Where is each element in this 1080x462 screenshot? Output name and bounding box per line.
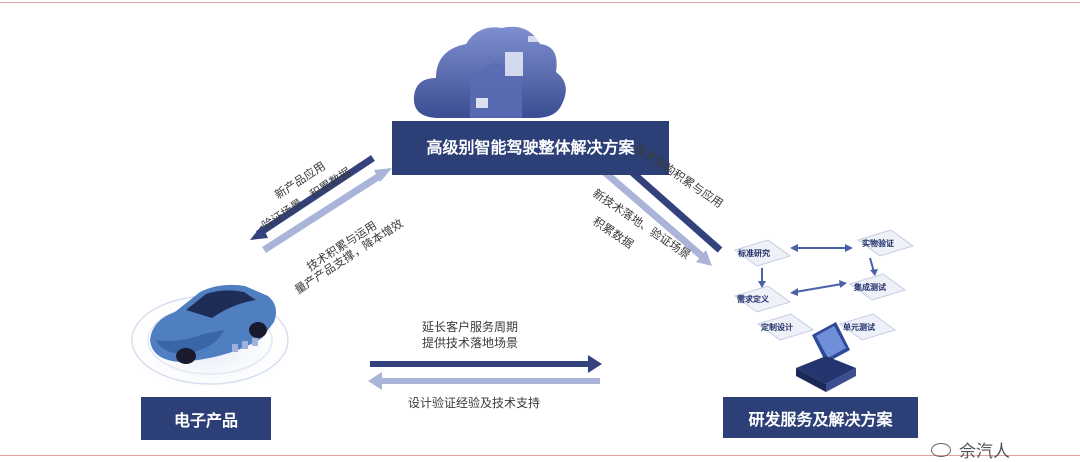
wechat-icon [931,442,951,457]
top-rule [0,2,1080,3]
box-electronic-products: 电子产品 [141,397,271,440]
bottom-arrows [368,355,602,390]
bottom-rule [0,455,1080,456]
box-autonomous-driving-solution: 高级别智能驾驶整体解决方案 [392,121,669,175]
left-arrows [250,155,392,253]
box-rd-services: 研发服务及解决方案 [723,397,918,438]
label-extend-service-cycle: 延长客户服务周期 [422,320,519,334]
label-provide-landing-scenes: 提供技术落地场景 [422,336,519,350]
watermark: 佘汽人 [931,437,1010,462]
node-custom-design: 定制设计 [761,322,793,332]
watermark-text: 佘汽人 [959,442,1010,462]
node-bench-verification: 实物验证 [862,238,894,248]
computer-icon [796,322,856,392]
node-integration-test: 集成测试 [854,282,886,292]
process-diagram [733,229,915,392]
label-design-verification-support: 设计验证经验及技术支持 [408,396,541,410]
node-requirement-definition: 需求定义 [737,294,769,304]
node-unit-test: 单元测试 [843,322,875,332]
node-standard-research: 标准研究 [738,248,770,258]
cloud-icon [413,26,566,118]
car-icon [125,280,295,390]
